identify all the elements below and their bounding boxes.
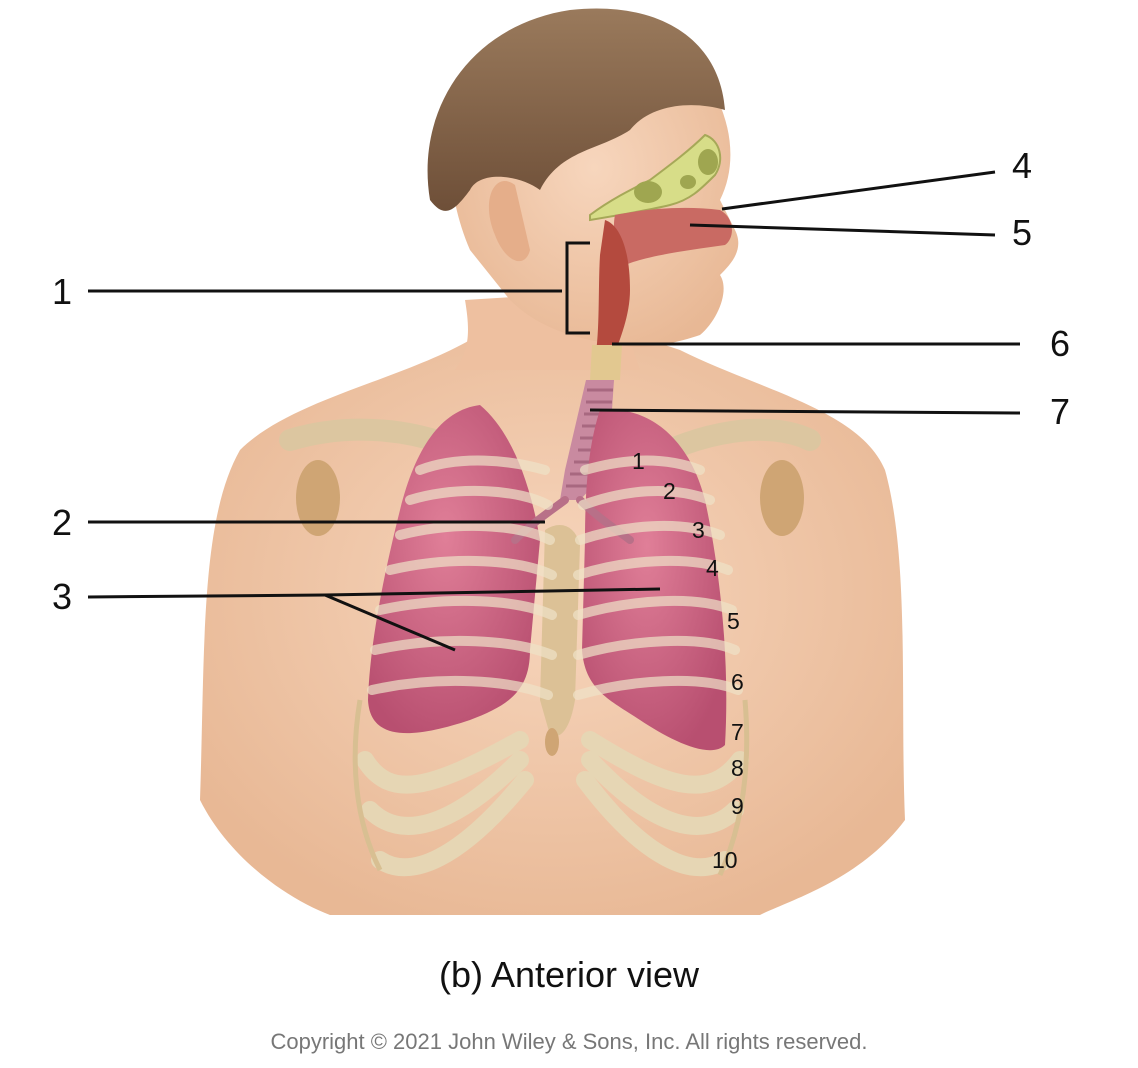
callout-4: 4 [1012, 145, 1033, 186]
figure-caption: (b) Anterior view [438, 954, 700, 995]
sinus-cavity [680, 175, 696, 189]
rib-margin [352, 699, 750, 877]
lower-ribs [356, 731, 749, 877]
callout-6: 6 [1050, 323, 1071, 364]
rib-number: 7 [731, 719, 744, 745]
leader-lines [87, 170, 1021, 652]
callout-7: 7 [1050, 391, 1071, 432]
hair [427, 8, 725, 211]
rib-number: 9 [731, 793, 744, 819]
rib-number: 5 [727, 608, 740, 634]
rib-number: 2 [663, 478, 676, 504]
sinus-cavity [634, 181, 662, 203]
rib-number: 6 [731, 669, 744, 695]
xiphoid-process [545, 728, 559, 756]
larynx [590, 345, 622, 380]
rib-number: 4 [706, 555, 719, 581]
callout-3: 3 [52, 576, 73, 617]
pharynx [595, 220, 630, 360]
nasal-cavity [613, 207, 732, 265]
rib-number: 8 [731, 755, 744, 781]
rib-number: 1 [632, 448, 645, 474]
rib-number: 10 [712, 847, 738, 873]
shoulder-joint [296, 460, 340, 536]
callout-1: 1 [52, 271, 73, 312]
rib-number: 3 [692, 517, 705, 543]
ear [488, 181, 530, 262]
copyright-notice: Copyright © 2021 John Wiley & Sons, Inc.… [270, 1029, 868, 1054]
callout-2: 2 [52, 502, 73, 543]
sternum [540, 525, 580, 737]
callout-5: 5 [1012, 212, 1033, 253]
rib-cage [367, 455, 743, 700]
shoulder-joint [760, 460, 804, 536]
sinus-cavity [698, 149, 718, 175]
